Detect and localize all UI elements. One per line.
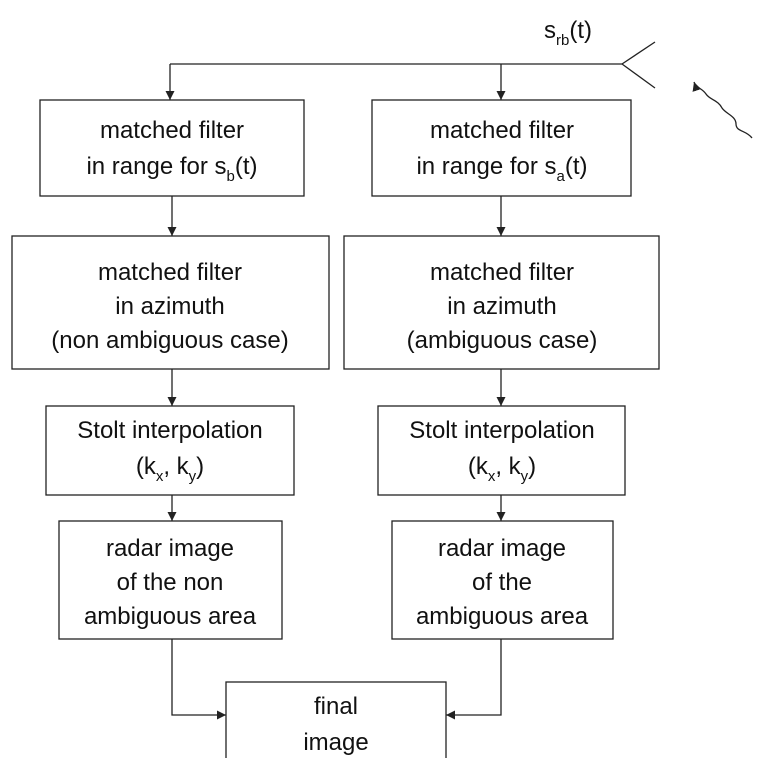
incoming-wave-icon [692, 81, 753, 139]
right-stolt-box: Stolt interpolation (kx, ky) [377, 405, 626, 496]
right-azimuth-filter-line3: (ambiguous case) [407, 327, 598, 354]
right-range-filter-box: matched filter in range for sa(t) [371, 99, 632, 197]
right-range-filter-line1: matched filter [430, 117, 574, 144]
right-azimuth-filter-line1: matched filter [430, 259, 574, 286]
right-range-filter-line2: in range for sa(t) [416, 153, 587, 185]
left-azimuth-filter-line3: (non ambiguous case) [51, 327, 288, 354]
signal-split-line [165, 63, 622, 100]
left-stolt-box: Stolt interpolation (kx, ky) [45, 405, 295, 496]
left-range-filter-line1: matched filter [100, 117, 244, 144]
left-azimuth-filter-line2: in azimuth [115, 293, 224, 320]
antenna-icon [621, 41, 656, 89]
left-image-box: radar image of the non ambiguous area [58, 520, 283, 640]
left-stolt-line1: Stolt interpolation [77, 417, 262, 444]
left-azimuth-filter-box: matched filter in azimuth (non ambiguous… [11, 235, 330, 370]
right-image-line1: radar image [438, 535, 566, 562]
right-image-line3: ambiguous area [416, 603, 589, 630]
right-azimuth-filter-line2: in azimuth [447, 293, 556, 320]
left-azimuth-filter-line1: matched filter [98, 259, 242, 286]
input-signal-label: srb(t) [544, 17, 592, 49]
final-line1: final [314, 693, 358, 720]
right-stolt-line2: (kx, ky) [468, 453, 536, 485]
left-image-line2: of the non [117, 569, 224, 596]
left-image-line3: ambiguous area [84, 603, 257, 630]
left-image-line1: radar image [106, 535, 234, 562]
right-image-box: radar image of the ambiguous area [391, 520, 614, 640]
left-to-final-arrow [171, 639, 226, 720]
left-stolt-line2: (kx, ky) [136, 453, 204, 485]
right-stolt-line1: Stolt interpolation [409, 417, 594, 444]
right-to-final-arrow [446, 639, 502, 720]
left-range-filter-box: matched filter in range for sb(t) [39, 99, 305, 197]
final-image-box: final image [225, 681, 447, 758]
right-image-line2: of the [472, 569, 532, 596]
final-line2: image [303, 729, 368, 756]
left-range-filter-line2: in range for sb(t) [86, 153, 257, 185]
right-azimuth-filter-box: matched filter in azimuth (ambiguous cas… [343, 235, 660, 370]
